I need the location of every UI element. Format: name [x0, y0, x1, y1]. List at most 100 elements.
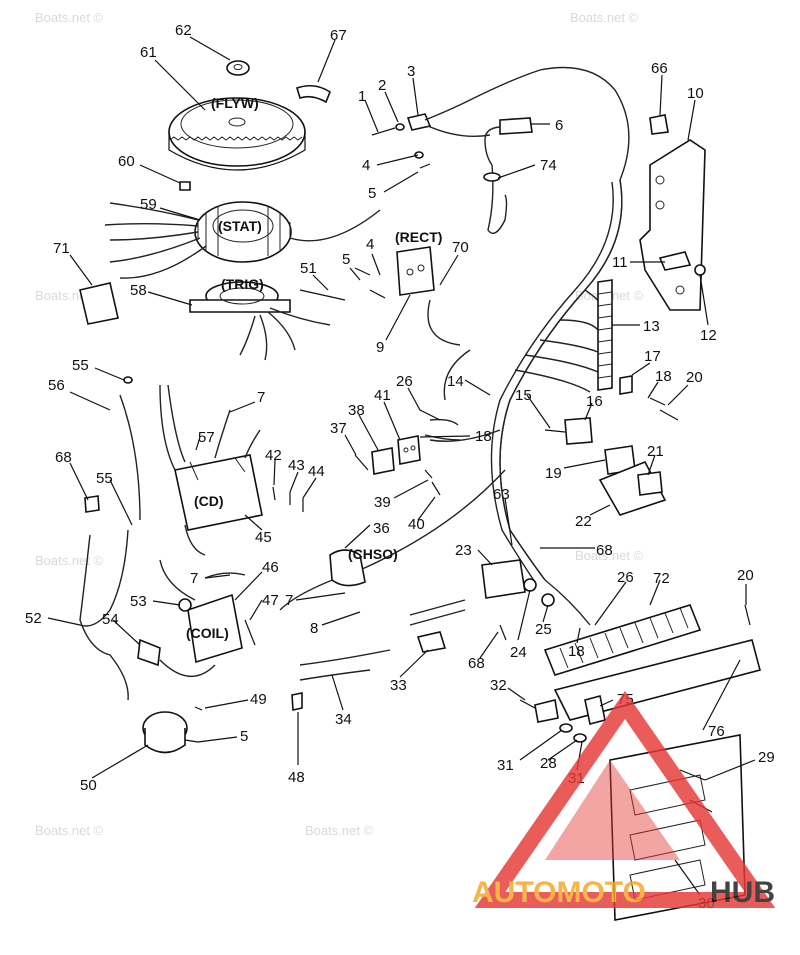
clip-48 [291, 692, 303, 711]
callout-28: 28 [540, 755, 557, 772]
switch-16 [544, 417, 593, 445]
callout-4b: 4 [366, 236, 374, 253]
watermark: Boats.net © [35, 553, 104, 568]
callout-14: 14 [447, 373, 464, 390]
screw-55 [123, 376, 133, 384]
callout-5b: 5 [342, 251, 350, 268]
callout-62: 62 [175, 22, 192, 39]
solenoid-50 [142, 711, 199, 754]
callout-29: 29 [758, 749, 775, 766]
callout-7: 7 [257, 389, 265, 406]
callout-50: 50 [80, 777, 97, 794]
callout-33: 33 [390, 677, 407, 694]
callout-13: 13 [643, 318, 660, 335]
callout-48: 48 [288, 769, 305, 786]
callout-71: 71 [53, 240, 70, 257]
logo-triangle-outer [474, 690, 776, 908]
callout-32: 32 [490, 677, 507, 694]
callout-2: 2 [378, 77, 386, 94]
logo-triangle-inner [545, 760, 680, 860]
clip-11 [658, 251, 692, 271]
screw-49 [194, 706, 203, 711]
callout-61: 61 [140, 44, 157, 61]
callout-1: 1 [358, 88, 366, 105]
callout-15: 15 [515, 387, 532, 404]
trigger: (TRIG) [189, 276, 331, 361]
screws-42-44 [272, 486, 304, 512]
cd-unit: (CD) [159, 384, 263, 556]
callout-43: 43 [288, 457, 305, 474]
callout-19: 19 [545, 465, 562, 482]
plate-76 [553, 639, 761, 721]
callout-63: 63 [493, 486, 510, 503]
callout-26: 26 [396, 373, 413, 390]
screw-47 [244, 619, 256, 646]
callout-42: 42 [265, 447, 282, 464]
callout-31: 31 [497, 757, 514, 774]
callout-55b: 55 [96, 470, 113, 487]
ground-cable-52 [79, 529, 129, 701]
terminal-block-13 [597, 279, 613, 391]
callout-7b: 7 [190, 570, 198, 587]
stator: (STAT) [194, 201, 292, 263]
callout-47: 47 [262, 592, 279, 609]
sensor-6 [483, 117, 533, 234]
watermark: Boats.net © [35, 823, 104, 838]
nut-62 [226, 60, 250, 76]
callout-25: 25 [535, 621, 552, 638]
callout-18: 18 [475, 428, 492, 445]
callout-16: 16 [586, 393, 603, 410]
callout-45: 45 [255, 529, 272, 546]
connector-33 [416, 631, 447, 653]
terminal-strip-72 [543, 604, 702, 676]
callout-34: 34 [335, 711, 352, 728]
watermark: Boats.net © [305, 823, 374, 838]
callout-41: 41 [374, 387, 391, 404]
stator-wires [104, 202, 381, 279]
callout-5c: 5 [240, 728, 248, 745]
callout-18c: 18 [568, 643, 585, 660]
callout-46: 46 [262, 559, 279, 576]
ignition-coil: (COIL) [159, 559, 246, 664]
screws-5-51 [299, 267, 386, 301]
plug-32 [519, 699, 587, 743]
callout-49: 49 [250, 691, 267, 708]
label-chso: (CHSO) [348, 546, 398, 562]
automotohub-logo: AUTOMOTO HUB [472, 690, 776, 909]
callout-39: 39 [374, 494, 391, 511]
callout-72: 72 [653, 570, 670, 587]
clip-68 [84, 495, 100, 513]
callout-70: 70 [452, 239, 469, 256]
callout-26b: 26 [617, 569, 634, 586]
label-trig: (TRIG) [221, 276, 264, 292]
callout-12: 12 [700, 327, 717, 344]
label-flyw: (FLYW) [211, 95, 259, 111]
clip-17 [619, 375, 633, 395]
plate-21 [637, 471, 663, 496]
wires-26 [424, 418, 461, 441]
label-rect: (RECT) [395, 229, 442, 245]
callout-40: 40 [408, 516, 425, 533]
screw-20b [744, 604, 751, 626]
lead-8 [299, 649, 391, 666]
callout-10: 10 [687, 85, 704, 102]
callout-58: 58 [130, 282, 147, 299]
callout-44: 44 [308, 463, 325, 480]
callout-38: 38 [348, 402, 365, 419]
callout-66: 66 [651, 60, 668, 77]
lead-54 [159, 659, 216, 678]
callout-7c: 7 [285, 592, 293, 609]
callout-37: 37 [330, 420, 347, 437]
logo-text-hub: HUB [710, 876, 775, 909]
watermark: Boats.net © [35, 10, 104, 25]
callout-24: 24 [510, 644, 527, 661]
callout-55: 55 [72, 357, 89, 374]
leads-upper [409, 599, 466, 626]
callout-6: 6 [555, 117, 563, 134]
decal-71 [79, 282, 119, 325]
label-cd: (CD) [194, 493, 224, 509]
watermark: Boats.net © [575, 548, 644, 563]
callouts [47, 36, 756, 896]
callout-54: 54 [102, 611, 119, 628]
callout-57: 57 [198, 429, 215, 446]
